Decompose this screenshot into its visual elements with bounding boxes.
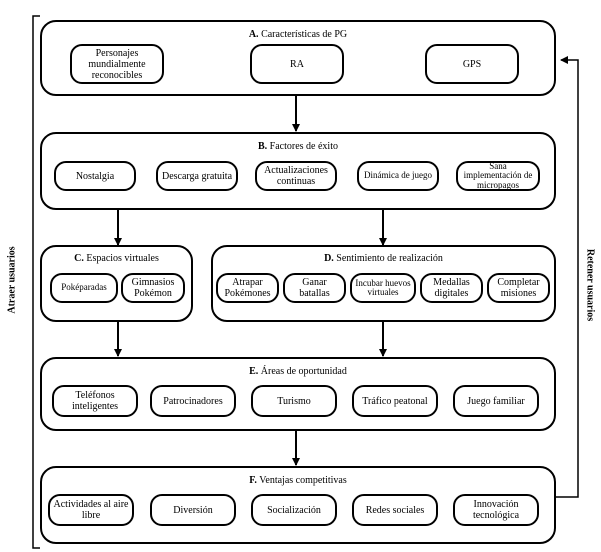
b-item-micropagos: Sana implementación de micropagos: [456, 161, 540, 191]
a-item-personajes: Personajes mundialmente reconocibles: [70, 44, 164, 84]
section-d-title: D. Sentimiento de realización: [324, 253, 443, 264]
section-c: [40, 245, 193, 322]
d-item-incubar: Incubar huevos virtuales: [350, 273, 416, 303]
section-e: [40, 357, 556, 431]
c-item-pokeparadas: Poképaradas: [50, 273, 118, 303]
section-e-title: E. Áreas de oportunidad: [249, 366, 347, 377]
section-b-title: B. Factores de éxito: [258, 141, 338, 152]
arrow-f-to-a-feedback: [556, 56, 579, 498]
d-item-misiones: Completar misiones: [487, 273, 550, 303]
c-item-gimnasios: Gimnasios Pokémon: [121, 273, 185, 303]
section-a-title: A. Características de PG: [248, 29, 348, 40]
d-item-ganar: Ganar batallas: [283, 273, 346, 303]
d-item-atrapar: Atrapar Pokémones: [216, 273, 279, 303]
section-c-title: C. Espacios virtuales: [74, 253, 159, 264]
e-item-turismo: Turismo: [251, 385, 337, 417]
section-b: [40, 132, 556, 210]
f-item-socializacion: Socialización: [251, 494, 337, 526]
a-item-gps: GPS: [425, 44, 519, 84]
section-f-title: F. Ventajas competitivas: [249, 475, 347, 486]
f-item-innovacion: Innovación tecnológica: [453, 494, 539, 526]
e-item-juego-familiar: Juego familiar: [453, 385, 539, 417]
left-side-label: Atraer usuarios: [6, 246, 18, 314]
section-a: [40, 20, 556, 96]
b-item-actualizaciones: Actualizaciones continuas: [255, 161, 337, 191]
right-side-label: Retener usuarios: [584, 248, 596, 322]
left-bracket: [32, 15, 40, 549]
b-item-nostalgia: Nostalgia: [54, 161, 136, 191]
b-item-dinamica: Dinámica de juego: [357, 161, 439, 191]
e-item-patrocinadores: Patrocinadores: [150, 385, 236, 417]
section-d: [211, 245, 556, 322]
b-item-descarga: Descarga gratuita: [156, 161, 238, 191]
f-item-diversion: Diversión: [150, 494, 236, 526]
f-item-actividades: Actividades al aire libre: [48, 494, 134, 526]
e-item-telefonos: Teléfonos inteligentes: [52, 385, 138, 417]
d-item-medallas: Medallas digitales: [420, 273, 483, 303]
e-item-trafico: Tráfico peatonal: [352, 385, 438, 417]
f-item-redes-sociales: Redes sociales: [352, 494, 438, 526]
section-f: [40, 466, 556, 544]
a-item-ra: RA: [250, 44, 344, 84]
